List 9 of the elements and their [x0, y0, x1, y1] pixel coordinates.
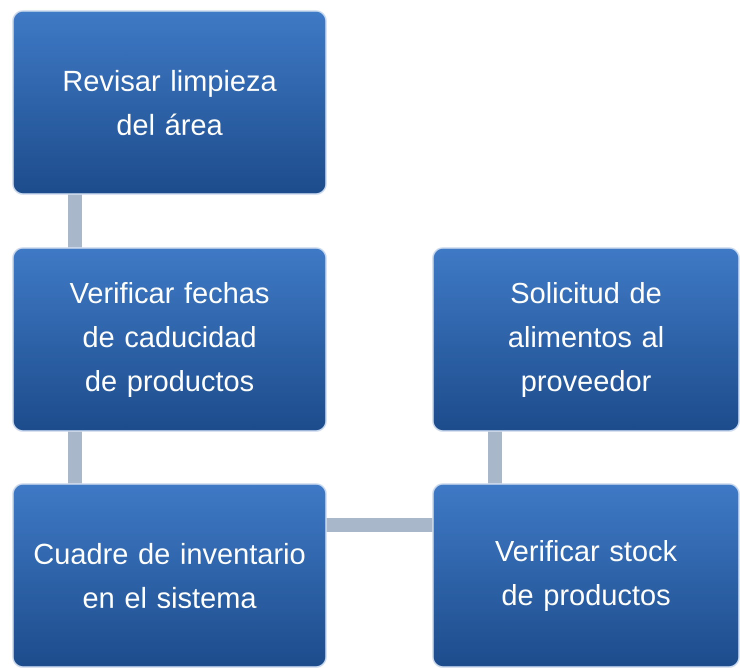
connector — [68, 194, 82, 248]
process-box: Revisar limpieza del área — [12, 10, 327, 195]
process-box: Verificar stock de productos — [432, 483, 740, 668]
process-box: Cuadre de inventario en el sistema — [12, 483, 327, 668]
process-box: Verificar fechas de caducidad de productos — [12, 247, 327, 432]
process-box: Solicitud de alimentos al proveedor — [432, 247, 740, 432]
connector — [68, 432, 82, 484]
connector — [488, 432, 502, 484]
connector — [326, 518, 432, 532]
